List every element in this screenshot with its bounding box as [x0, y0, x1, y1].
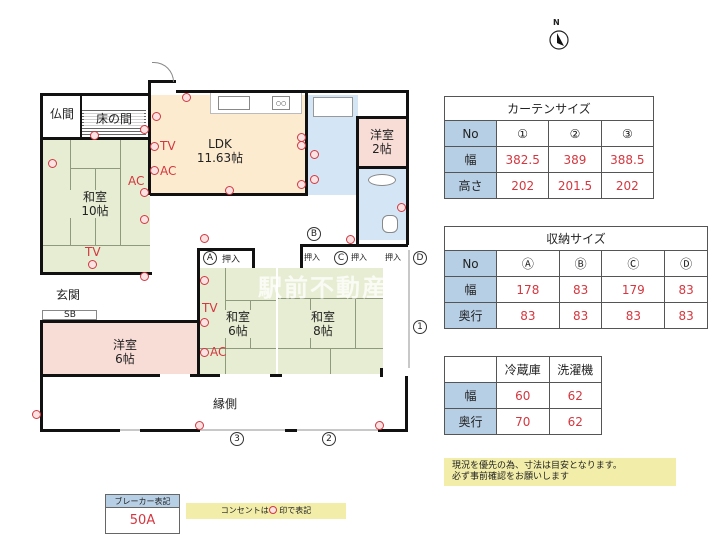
outlet-legend: コンセントは 印で表記: [186, 503, 346, 519]
engawa-fill: [42, 376, 404, 430]
outlet-icon: [32, 410, 41, 419]
outlet-icon: [225, 186, 234, 195]
floor-plan: ○○: [32, 62, 427, 446]
butsuma-fill: [42, 95, 80, 137]
outlet-icon: [200, 318, 209, 327]
yoshitsu6-label: 洋室 6帖: [112, 338, 137, 366]
sb-box: [42, 310, 97, 320]
outlet-icon: [88, 260, 97, 269]
storage-a-label: 押入: [222, 255, 241, 265]
outlet-icon: [140, 215, 149, 224]
yoshitsu2-label: 洋室 2帖: [369, 128, 394, 156]
ldk-label: LDK 11.63帖: [196, 137, 244, 165]
curtain-size-table: カーテンサイズ No ① ② ③ 幅 382.5 389 388.5 高さ 20…: [444, 96, 655, 199]
ac-label-washitsu10: AC: [128, 174, 145, 188]
ac-label-ldk: AC: [160, 164, 177, 178]
outlet-icon: [200, 276, 209, 285]
outlet-icon: [90, 131, 99, 140]
butsuma-label: 仏間: [49, 107, 74, 121]
engawa-label: 縁側: [212, 397, 237, 411]
watermark: 駅前不動産: [258, 274, 388, 302]
washitsu8-label: 和室 8帖: [298, 310, 348, 338]
outlet-icon: [152, 112, 161, 121]
outlet-icon: [140, 272, 149, 281]
tv-label-washitsu6: TV: [202, 301, 218, 315]
storage-b-label: 押入: [304, 253, 320, 262]
sink-icon: [218, 96, 250, 110]
outlet-icon: [140, 125, 149, 134]
outlet-icon: [268, 506, 277, 514]
outlet-icon: [346, 235, 355, 244]
outlet-icon: [140, 188, 149, 197]
stove-icon: ○○: [272, 96, 290, 110]
yoshitsu6-fill: [42, 322, 198, 374]
storage-b-mark: B: [307, 227, 321, 241]
breaker-title: ブレーカー表記: [106, 495, 179, 508]
sb-label: SB: [64, 310, 76, 320]
storage-c-label: 押入: [351, 253, 367, 262]
outlet-icon: [200, 234, 209, 243]
entrance-door-icon: [152, 62, 174, 82]
ac-label-washitsu6: AC: [210, 345, 227, 359]
outlet-icon: [150, 166, 159, 175]
washitsu6-label: 和室 6帖: [218, 310, 258, 338]
window-2-mark: 2: [322, 432, 336, 446]
outlet-icon: [310, 150, 319, 159]
storage-a-mark: A: [203, 251, 217, 265]
tv-label-washitsu10: TV: [85, 245, 101, 259]
appliance-size-table: 冷蔵庫 洗濯機 幅 60 62 奥行 70 62: [444, 356, 602, 435]
outlet-icon: [375, 421, 384, 430]
outlet-icon: [48, 159, 57, 168]
outlet-icon: [195, 421, 204, 430]
dimension-notice: 現況を優先の為、寸法は目安となります。 必ず事前確認をお願いします: [444, 458, 676, 486]
window-1-mark: 1: [413, 320, 427, 334]
compass: N: [548, 18, 570, 52]
washitsu10-label: 和室 10帖: [70, 190, 120, 218]
outlet-icon: [200, 348, 209, 357]
breaker-value: 50A: [129, 513, 156, 528]
storage-c-mark: C: [334, 251, 348, 265]
storage-table-title: 収納サイズ: [444, 226, 708, 251]
outlet-icon: [182, 93, 191, 102]
storage-d-mark: D: [413, 251, 427, 265]
outlet-icon: [297, 141, 306, 150]
compass-north-label: N: [553, 18, 560, 27]
genkan-label: 玄関: [55, 288, 80, 302]
outlet-icon: [150, 142, 159, 151]
bathtub: [313, 97, 353, 117]
outlet-icon: [297, 180, 306, 189]
tokonoma-label: 床の間: [84, 112, 144, 126]
outlet-icon: [397, 203, 406, 212]
storage-size-table: 収納サイズ No Ⓐ Ⓑ Ⓒ Ⓓ 幅 178 83 179 83 奥行 83 8…: [444, 226, 708, 329]
washbasin-icon: [368, 174, 396, 186]
breaker-box: ブレーカー表記 50A: [105, 494, 180, 534]
yoshitsu2-fill: [358, 118, 406, 166]
window-3-mark: 3: [230, 432, 244, 446]
storage-d-label: 押入: [385, 253, 401, 262]
outlet-icon: [310, 175, 319, 184]
curtain-table-title: カーテンサイズ: [444, 96, 654, 121]
toilet-icon: [382, 215, 398, 233]
tv-label-ldk: TV: [160, 139, 176, 153]
north-arrow-icon: [549, 30, 569, 50]
